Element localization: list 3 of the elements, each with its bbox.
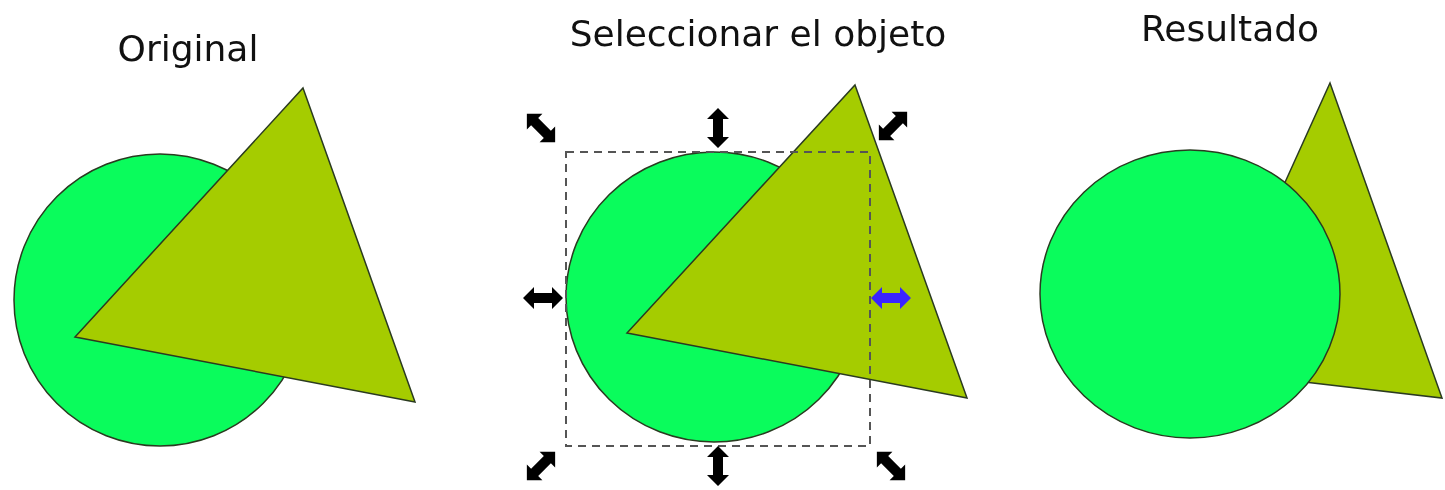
panel-title: Original (117, 28, 259, 69)
panel-title: Resultado (1140, 8, 1320, 49)
panel-title: Seleccionar el objeto (569, 13, 947, 54)
